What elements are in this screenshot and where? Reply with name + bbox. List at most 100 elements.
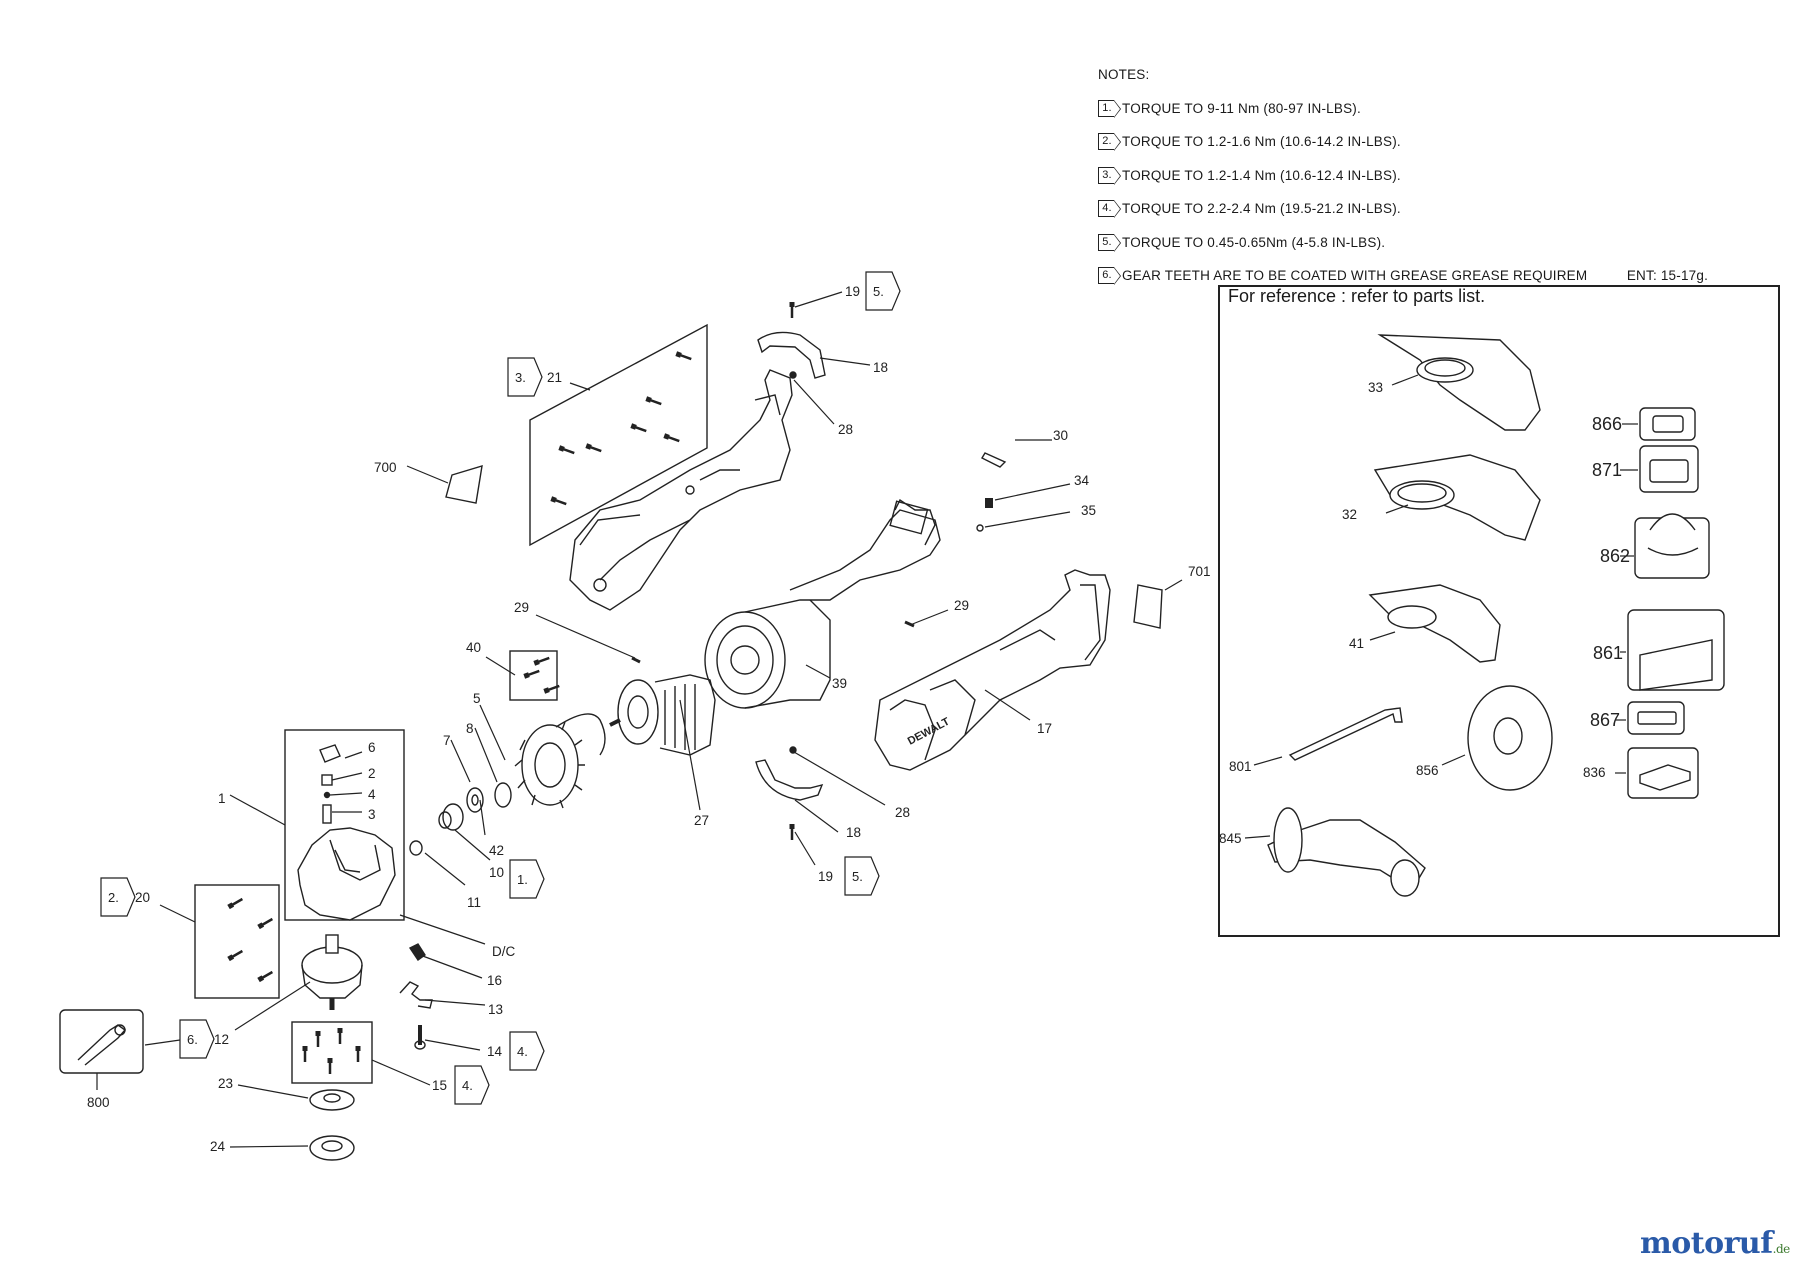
- part-number: 39: [832, 676, 847, 691]
- notes-heading: NOTES:: [1098, 67, 1150, 82]
- pin-29a: [631, 656, 641, 664]
- flag-shape: [844, 856, 880, 896]
- note-1: 1.TORQUE TO 9-11 Nm (80-97 IN-LBS).: [1098, 92, 1708, 126]
- part-number: 35: [1081, 503, 1096, 518]
- flag-shape: [507, 357, 543, 397]
- ref-number: 801: [1229, 759, 1252, 774]
- outer-flange-24: [309, 1135, 355, 1161]
- ref-number: 861: [1593, 643, 1623, 663]
- note-flag: 2.: [1098, 133, 1121, 152]
- part-number: 16: [487, 973, 502, 988]
- part-number: 18: [846, 825, 861, 840]
- part-number: 6: [368, 740, 376, 755]
- nut-11: [409, 840, 423, 856]
- ref-number: 836: [1583, 765, 1606, 780]
- part-number: D/C: [492, 944, 516, 959]
- flag-label: 4.: [517, 1044, 528, 1059]
- note-flag: 5.: [1098, 233, 1121, 252]
- screw-group-20: [194, 884, 280, 999]
- part-number: 2: [368, 766, 376, 781]
- flag-shape: [865, 271, 901, 311]
- gearcase-group-1: [284, 729, 405, 921]
- part-number: 800: [87, 1095, 110, 1110]
- charger-871: [1639, 445, 1699, 493]
- flag-label: 1.: [517, 872, 528, 887]
- part-number: 13: [488, 1002, 503, 1017]
- screw-group-15: [291, 1021, 373, 1084]
- screw-group-40: [509, 650, 562, 701]
- flag-label: 5.: [873, 284, 884, 299]
- note-3: 3.TORQUE TO 1.2-1.4 Nm (10.6-12.4 IN-LBS…: [1098, 159, 1708, 193]
- part-number: 28: [838, 422, 853, 437]
- flag-shape: [454, 1065, 490, 1105]
- note-flag: 6.: [1098, 267, 1121, 286]
- lock-pin-16: [408, 943, 426, 961]
- flag-shape: [509, 859, 545, 899]
- armature-27: [609, 674, 716, 756]
- ref-number: 856: [1416, 763, 1439, 778]
- part-number: 14: [487, 1044, 503, 1059]
- inner-flange-23: [309, 1089, 355, 1111]
- ref-number: 33: [1368, 380, 1383, 395]
- flag-shape: [100, 877, 136, 917]
- reference-title: For reference : refer to parts list.: [1228, 286, 1486, 306]
- note-flag: 1.: [1098, 99, 1121, 118]
- ref-number: 32: [1342, 507, 1357, 522]
- label-plate-700: [445, 465, 483, 504]
- flag-labels: 5. 3. 1. 2. 6. 4. 5. 4.: [108, 284, 884, 1093]
- part-number: 3: [368, 807, 376, 822]
- ref-number: 866: [1592, 414, 1622, 434]
- note-text: GEAR TEETH ARE TO BE COATED WITH GREASE …: [1122, 268, 1709, 283]
- note-text: TORQUE TO 1.2-1.6 Nm (10.6-14.2 IN-LBS).: [1122, 134, 1401, 149]
- housing-half-top: [569, 369, 793, 611]
- part-number: 5: [473, 691, 481, 706]
- logo-text: motoruf: [1640, 1226, 1773, 1261]
- side-handle-845: [1267, 807, 1426, 897]
- part-number: 10: [489, 865, 504, 880]
- screw-19b: [788, 822, 796, 842]
- note-5: 5.TORQUE TO 0.45-0.65Nm (4-5.8 IN-LBS).: [1098, 226, 1708, 260]
- bearing-42-bore: [438, 811, 452, 829]
- part-number: 15: [432, 1078, 447, 1093]
- part-number: 28: [895, 805, 910, 820]
- carry-case-861: [1627, 609, 1725, 691]
- flag-label: 3.: [515, 370, 526, 385]
- flag-shape: [179, 1019, 215, 1059]
- part-number: 701: [1188, 564, 1211, 579]
- spring-lever-13: [399, 981, 433, 1009]
- washer-7-hole: [471, 794, 479, 806]
- ref-number: 41: [1349, 636, 1364, 651]
- part-number: 12: [214, 1032, 229, 1047]
- part-number: 21: [547, 370, 562, 385]
- part-number: 19: [845, 284, 860, 299]
- part-number: 29: [514, 600, 529, 615]
- part-number: 1: [218, 791, 226, 806]
- motor-housing-39: [704, 498, 941, 709]
- part-number: 4: [368, 787, 376, 802]
- tool-bag-862: [1634, 513, 1710, 579]
- gear-assembly-12: [301, 934, 363, 1010]
- part-number: 42: [489, 843, 504, 858]
- ref-number: 871: [1592, 460, 1622, 480]
- flag-label: 4.: [462, 1078, 473, 1093]
- part-number: 40: [466, 640, 481, 655]
- accessory-836: [1627, 747, 1699, 799]
- note-flag: 4.: [1098, 200, 1121, 219]
- label-plate-701: [1133, 584, 1163, 629]
- part-number: 24: [210, 1139, 226, 1154]
- screw-group-21: [529, 323, 708, 547]
- notes-block: NOTES: 1.TORQUE TO 9-11 Nm (80-97 IN-LBS…: [1098, 58, 1708, 293]
- screw-28b: [789, 746, 797, 754]
- guard-32: [1373, 454, 1541, 541]
- part-number: 27: [694, 813, 709, 828]
- part-number: 7: [443, 733, 451, 748]
- pin-29b: [904, 620, 915, 628]
- flag-tags: [100, 271, 901, 1105]
- flag-shape: [509, 1031, 545, 1071]
- ref-number: 845: [1219, 831, 1242, 846]
- switch-30: [981, 452, 1007, 468]
- reference-big-numbers: 866 871 862 861 867: [1590, 414, 1630, 730]
- accessory-867: [1627, 701, 1685, 735]
- reference-items: [1244, 334, 1725, 897]
